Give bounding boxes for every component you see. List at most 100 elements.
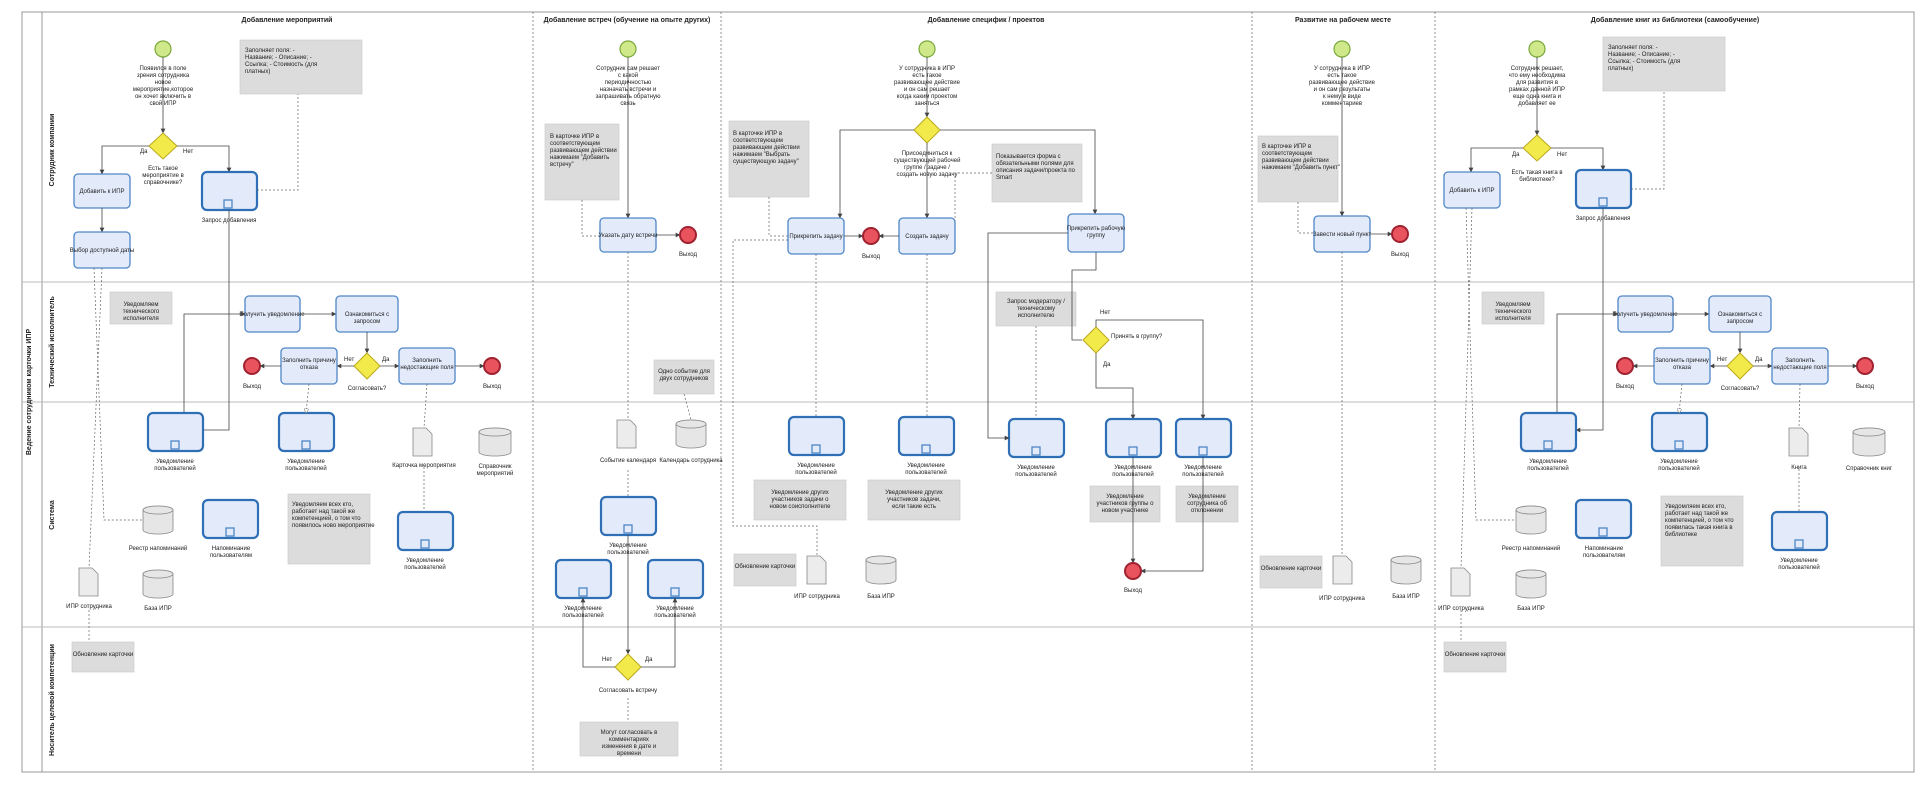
reg-notice-label: Реестр напоминаний <box>1502 545 1561 552</box>
doc-event-card <box>412 427 433 457</box>
agree-q: Согласовать? <box>1721 386 1760 392</box>
subprocess-notify-users[interactable] <box>1174 417 1233 459</box>
subprocess-notify-users[interactable] <box>897 415 956 457</box>
card-update-text: Обновление карточки <box>1261 566 1322 572</box>
doc-ipr-emp <box>78 567 99 597</box>
start-event <box>1528 40 1546 58</box>
doc-ipr-emp <box>1450 567 1471 597</box>
task-get-notice-label: Получить уведомление <box>1612 312 1678 318</box>
accept-yes: Да <box>1103 362 1111 368</box>
yes-label: Да <box>1512 152 1520 158</box>
phase-separators: Добавление мероприятий Добавление встреч… <box>242 12 1759 772</box>
note-card <box>728 120 810 198</box>
phase-title-books: Добавление книг из библиотеки (самообуче… <box>1591 16 1759 24</box>
card-update-text: Обновление карточки <box>1445 652 1506 658</box>
note-group <box>1089 485 1161 523</box>
doc-ipr-emp <box>806 555 827 585</box>
subprocess-notify-users[interactable] <box>1770 510 1829 552</box>
start-event <box>918 40 936 58</box>
gateway-agree-meet[interactable] <box>614 653 642 681</box>
exit-label: Выход <box>679 252 697 258</box>
gateway-choice[interactable] <box>913 116 941 144</box>
ipr-base-label: База ИПР <box>867 594 895 600</box>
task-create-task-label: Создать задачу <box>905 234 948 240</box>
task-choose-date-label: Выбор доступной даты <box>70 247 134 254</box>
ipr-emp-label: ИПР сотрудника <box>1438 606 1484 612</box>
subprocess-notify-users[interactable] <box>396 510 455 552</box>
pool: Ведение сотрудником карточки ИПР Сотрудн… <box>21 11 1915 773</box>
gateway-book[interactable] <box>1522 134 1552 162</box>
pool-title: Ведение сотрудником карточки ИПР <box>26 329 33 456</box>
note-other-new <box>753 479 847 521</box>
subprocess-notify-users[interactable] <box>1104 417 1163 459</box>
end-event <box>679 226 697 244</box>
subprocess-notify-users[interactable] <box>146 411 205 453</box>
book-label: Книга <box>1791 465 1807 471</box>
start-event <box>154 40 172 58</box>
note-one-event <box>653 359 715 395</box>
subprocess-notify-users[interactable] <box>787 415 846 457</box>
card-update-text: Обновление карточки <box>73 652 134 658</box>
event-card-label: Карточка мероприятия <box>392 463 455 469</box>
ipr-emp-label: ИПР сотрудника <box>66 604 112 610</box>
gateway-accept[interactable] <box>1082 326 1110 354</box>
subprocess-notify-users[interactable] <box>1519 411 1578 453</box>
phase-title-meetings: Добавление встреч (обучение на опыте дру… <box>544 16 711 24</box>
note-fields <box>1602 36 1726 92</box>
note-all <box>1660 495 1744 567</box>
gateway-exists[interactable] <box>148 132 178 160</box>
task-add-item-label: Завести новый пункт <box>1313 231 1372 238</box>
gateway-agree[interactable] <box>353 352 381 380</box>
note-other-if <box>867 479 961 521</box>
ipr-emp-label: ИПР сотрудника <box>1319 596 1365 602</box>
card-update-text: Обновление карточки <box>735 564 796 570</box>
agree-meet-label: Согласовать встречу <box>599 688 657 694</box>
cal-emp-label: Календарь сотрудника <box>659 458 723 464</box>
task-get-notice-label: Получить уведомление <box>239 312 305 318</box>
note-change <box>579 721 679 757</box>
note-card-update <box>71 641 135 673</box>
exit-label: Выход <box>243 384 261 390</box>
gw-yes: Да <box>645 657 653 663</box>
subprocess-add-request[interactable] <box>200 170 259 212</box>
note-card-update <box>1443 641 1507 673</box>
subprocess-remind-users[interactable] <box>1574 498 1633 540</box>
note-card-update <box>1259 555 1323 589</box>
end-event <box>1124 562 1142 580</box>
exit-label-2: Выход <box>483 384 501 390</box>
no-label: Нет <box>183 149 193 155</box>
gw-no: Нет <box>602 657 612 663</box>
doc-ipr-emp <box>1332 555 1353 585</box>
phase-title-events: Добавление мероприятий <box>242 16 333 24</box>
doc-book <box>1788 427 1809 457</box>
reg-notice-label: Реестр напоминаний <box>129 545 188 552</box>
task-add-ipr-label: Добавить к ИПР <box>79 189 124 195</box>
note-card <box>1257 135 1339 203</box>
ipr-base-label: База ИПР <box>1517 606 1545 612</box>
end-event <box>1616 357 1634 375</box>
subprocess-notify-users[interactable] <box>599 495 658 537</box>
start-event <box>619 40 637 58</box>
cal-event-label: Событие календаря <box>600 458 656 464</box>
end-event <box>1391 225 1409 243</box>
phase-title-projects: Добавление специфик / проектов <box>928 16 1046 24</box>
accept-q: Принять в группу? <box>1111 334 1163 340</box>
ipr-emp-label: ИПР сотрудника <box>794 594 840 600</box>
subprocess-remind-users[interactable] <box>201 498 260 540</box>
gateway-agree[interactable] <box>1726 352 1754 380</box>
exit-label: Выход <box>862 254 880 260</box>
